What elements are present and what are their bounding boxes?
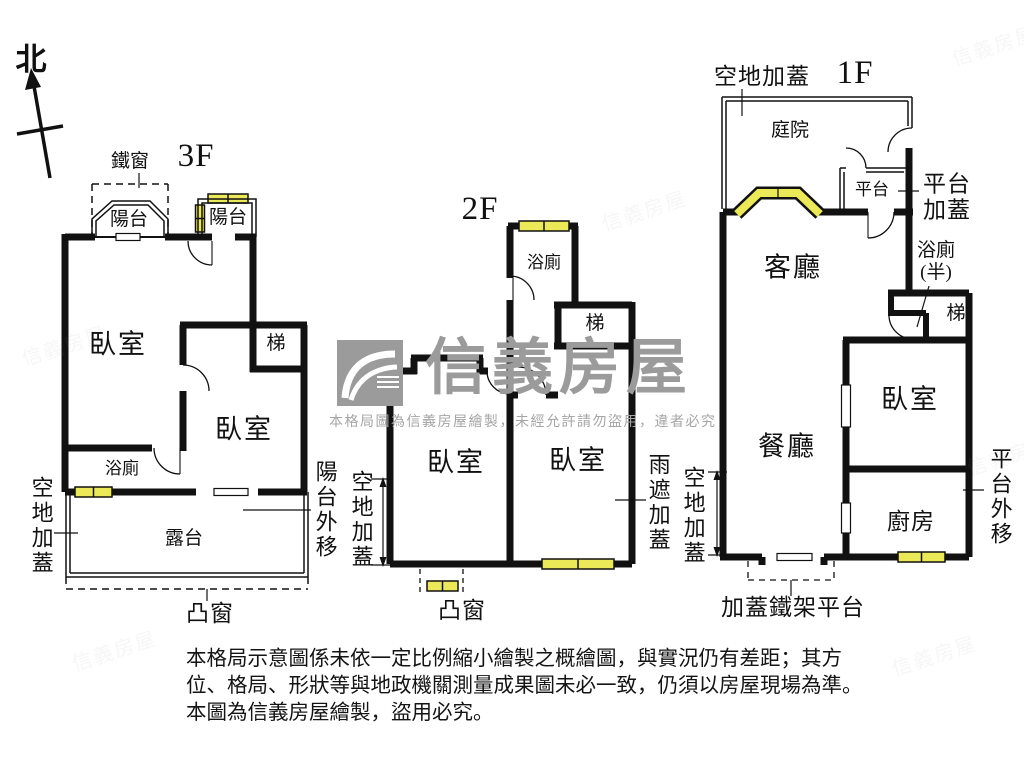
label-1f-platform-cover: 平台 加蓋	[923, 171, 971, 223]
brand-watermark-text: 信義房屋	[425, 335, 694, 402]
label-1f-platform-moved-out: 平台外移	[987, 447, 1013, 547]
label-1f-courtyard: 庭院	[770, 120, 810, 142]
label-1f-living-room: 客廳	[764, 252, 822, 283]
disclaimer-line-1: 本格局示意圖係未依一定比例縮小繪製之概繪圖，與實況仍有差距；其方	[186, 648, 842, 670]
label-3f-terrace: 露台	[164, 528, 204, 550]
floor-2f-walls	[371, 220, 646, 592]
floor-3f-title: 3F	[177, 138, 215, 175]
label-2f-bathroom: 浴廁	[527, 253, 561, 273]
label-1f-kitchen: 廚房	[887, 508, 935, 534]
label-2f-stairs: 梯	[585, 313, 605, 335]
label-3f-stairs: 梯	[266, 333, 286, 355]
label-2f-rain-cover: 雨遮加蓋	[645, 453, 671, 553]
label-2f-bedroom-right: 臥室	[549, 445, 607, 476]
disclaimer-line-2: 位、格局、形狀等與地政機關測量成果圖未必一致，仍須以房屋現場為準。	[186, 675, 863, 697]
label-3f-bay-window: 凸窗	[186, 600, 234, 626]
north-arrow-icon	[16, 68, 64, 179]
brand-logo	[337, 340, 403, 406]
brand-watermark-notice: 本格局圖為信義房屋繪製，未經允許請勿盜用，違者必究	[329, 415, 717, 430]
floor-1f-walls	[708, 89, 984, 596]
floor-3f-walls	[54, 173, 311, 601]
label-3f-balcony-left: 陽台	[109, 209, 149, 231]
label-1f-stairs: 梯	[946, 303, 966, 325]
compass-north-label: 北	[15, 42, 47, 78]
label-1f-open-land-cover-left: 空地加蓋	[680, 466, 706, 566]
label-3f-iron-window: 鐵窗	[110, 151, 150, 173]
label-1f-dining-room: 餐廳	[758, 431, 816, 462]
floor-2f-title: 2F	[461, 191, 499, 228]
label-3f-bedroom-2: 臥室	[215, 414, 273, 445]
label-3f-balcony-moved-out: 陽台外移	[312, 460, 338, 560]
label-3f-bedroom-main: 臥室	[89, 329, 147, 360]
disclaimer-line-3: 本圖為信義房屋繪製，盜用必究。	[186, 702, 494, 724]
label-2f-bedroom-left: 臥室	[427, 447, 485, 478]
disclaimer-text: 本格局示意圖係未依一定比例縮小繪製之概繪圖，與實況仍有差距；其方 位、格局、形狀…	[186, 646, 863, 727]
label-1f-iron-frame-platform: 加蓋鐵架平台	[721, 594, 865, 620]
label-1f-open-land-cover-top: 空地加蓋	[714, 63, 810, 89]
label-2f-bay-window: 凸窗	[438, 597, 486, 623]
label-3f-bathroom: 浴廁	[105, 459, 139, 479]
label-1f-half-bath: 浴廁 (半)	[916, 240, 956, 283]
label-3f-open-land-cover: 空地加蓋	[28, 476, 54, 576]
label-2f-open-land-cover: 空地加蓋	[348, 470, 374, 570]
label-1f-bedroom: 臥室	[881, 384, 939, 415]
label-3f-balcony-right: 陽台	[208, 207, 248, 229]
floor-1f-title: 1F	[836, 55, 874, 92]
label-1f-platform: 平台	[855, 180, 889, 200]
